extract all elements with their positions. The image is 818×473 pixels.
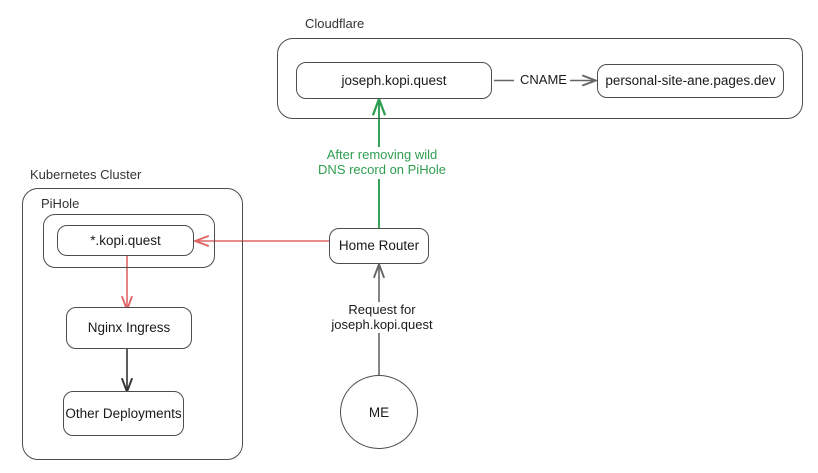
- node-joseph-kopi-quest[interactable]: joseph.kopi.quest: [296, 62, 492, 99]
- edge-label-green-note-line2: DNS record on PiHole: [311, 162, 453, 178]
- node-me-label: ME: [368, 404, 390, 420]
- cloudflare-container: [277, 38, 803, 119]
- cloudflare-group-label: Cloudflare: [305, 16, 365, 31]
- edge-label-request-note-line1: Request for: [327, 302, 437, 318]
- edge-label-request-note-line2: joseph.kopi.quest: [327, 317, 437, 333]
- node-home-router[interactable]: Home Router: [329, 228, 429, 264]
- kubernetes-container: [22, 188, 243, 460]
- node-nginx-ingress[interactable]: Nginx Ingress: [66, 307, 192, 349]
- node-other-deployments[interactable]: Other Deployments: [63, 391, 184, 436]
- node-home-router-label: Home Router: [338, 238, 420, 253]
- node-wildcard-kopi-quest-label: *.kopi.quest: [90, 232, 161, 248]
- node-me[interactable]: ME: [340, 375, 418, 449]
- node-wildcard-kopi-quest[interactable]: *.kopi.quest: [57, 225, 194, 256]
- pihole-container: [43, 214, 215, 268]
- edge-label-cname: CNAME: [517, 72, 570, 88]
- kubernetes-group-label: Kubernetes Cluster: [30, 167, 142, 182]
- node-nginx-ingress-label: Nginx Ingress: [87, 320, 171, 335]
- node-personal-site-pages-dev[interactable]: personal-site-ane.pages.dev: [597, 64, 784, 98]
- node-joseph-kopi-quest-label: joseph.kopi.quest: [341, 72, 447, 88]
- pihole-group-label: PiHole: [41, 196, 80, 211]
- node-other-deployments-label: Other Deployments: [65, 405, 182, 421]
- node-personal-site-pages-dev-label: personal-site-ane.pages.dev: [605, 73, 776, 88]
